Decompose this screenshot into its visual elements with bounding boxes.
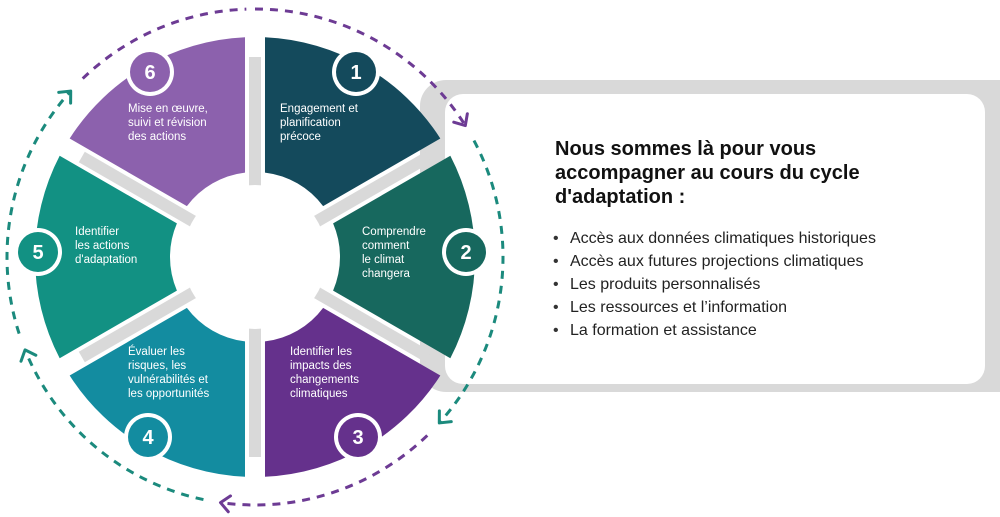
list-item-text: La formation et assistance — [570, 322, 757, 339]
step-label-line: comment — [362, 240, 410, 252]
step-number: 4 — [142, 427, 154, 449]
arrowhead-1 — [452, 112, 469, 128]
list-item: • Les ressources et l’information — [553, 296, 876, 319]
bullet: • — [553, 253, 559, 270]
cycle-step-6: Mise en œuvre, suivi et révision des actio… — [69, 37, 246, 207]
step-label: Identifier les impacts des changements clim… — [290, 346, 359, 400]
step-label-line: les opportunités — [128, 388, 209, 400]
cycle-arc-2 — [438, 139, 505, 424]
step-label-line: changements — [290, 374, 359, 386]
wheel-hub — [183, 185, 327, 329]
step-label-line: les actions — [75, 240, 130, 252]
step-label: Comprendre comment le climat changera — [362, 226, 426, 280]
arrowhead-5 — [57, 89, 73, 105]
cycle-arc-6 — [81, 7, 247, 80]
cycle-step-5: Identifier les actions d'adaptation 5 — [14, 155, 177, 359]
cycle-step-3: Identifier les impacts des changements clim… — [264, 307, 441, 477]
step-label-line: suivi et révision — [128, 117, 207, 129]
cycle-arc-1 — [254, 7, 467, 127]
step-label: Évaluer les risques, les vulnérabilités et… — [128, 345, 209, 400]
step-label-line: changera — [362, 268, 411, 280]
step-label-line: planification — [280, 117, 341, 129]
step-number: 1 — [350, 62, 361, 84]
segment-shape — [333, 155, 476, 359]
list-item: • La formation et assistance — [553, 319, 876, 342]
step-badge — [130, 52, 170, 92]
step-number: 2 — [460, 242, 471, 264]
arrowhead-4 — [19, 348, 38, 363]
cycle-segments: Engagement et planification précoce 1Compre… — [14, 37, 490, 477]
step-label-line: Évaluer les — [128, 345, 185, 358]
step-badge — [338, 417, 378, 457]
step-label-line: précoce — [280, 131, 321, 143]
step-number: 6 — [144, 62, 155, 84]
step-label-line: climatiques — [290, 388, 348, 400]
cycle-arc-3 — [220, 434, 429, 507]
wheel-spokes — [78, 57, 432, 457]
step-label-line: d'adaptation — [75, 254, 137, 266]
arrowhead-2 — [437, 409, 453, 425]
step-label-line: risques, les — [128, 360, 186, 372]
step-label-line: Engagement et — [280, 103, 359, 115]
list-item: • Accès aux données climatiques historiqu… — [553, 227, 876, 250]
spoke-3 — [312, 286, 432, 363]
list-item: • Accès aux futures projections climatiqu… — [553, 250, 876, 273]
bullet: • — [553, 299, 559, 316]
segment-shape — [69, 307, 246, 477]
step-label: Engagement et planification précoce — [280, 103, 359, 143]
step-label-line: des actions — [128, 131, 186, 143]
step-number: 5 — [32, 242, 43, 264]
segment-shape — [264, 307, 441, 477]
cycle-step-4: Évaluer les risques, les vulnérabilités et… — [69, 307, 246, 477]
segment-shape — [264, 37, 441, 207]
spoke-5 — [78, 286, 198, 363]
segment-shape — [34, 155, 177, 359]
bullet: • — [553, 276, 559, 293]
step-number: 3 — [352, 427, 363, 449]
list-item-text: Les ressources et l’information — [570, 299, 787, 316]
cycle-arc-5 — [5, 90, 72, 335]
step-label-line: Comprendre — [362, 226, 426, 238]
bullet: • — [553, 230, 559, 247]
step-badge — [18, 232, 58, 272]
step-label-line: vulnérabilités et — [128, 374, 209, 386]
cycle-step-1: Engagement et planification précoce 1 — [264, 37, 441, 207]
cycle-arrows — [5, 7, 505, 514]
step-badge — [128, 417, 168, 457]
step-label-line: Identifier les — [290, 346, 352, 358]
step-label-line: Identifier — [75, 226, 119, 238]
list-item-text: Accès aux futures projections climatique… — [570, 253, 864, 270]
cycle-arc-4 — [23, 349, 204, 502]
segment-shape — [69, 37, 246, 207]
arrowhead-3 — [218, 494, 233, 514]
step-badge — [446, 232, 486, 272]
services-list: • Accès aux données climatiques historiqu… — [553, 227, 876, 342]
step-label: Mise en œuvre, suivi et révision des actio… — [128, 103, 208, 143]
adaptation-cycle-diagram: Engagement et planification précoce 1Compre… — [5, 7, 505, 514]
info-panel — [445, 94, 985, 384]
list-item-text: Accès aux données climatiques historique… — [570, 230, 876, 247]
bullet: • — [553, 322, 559, 339]
list-item: • Les produits personnalisés — [553, 273, 876, 296]
step-label-line: Mise en œuvre, — [128, 103, 208, 115]
panel-title: Nous sommes là pour vous accompagner au … — [555, 138, 860, 208]
step-label-line: impacts des — [290, 360, 352, 372]
spoke-2 — [312, 151, 432, 228]
step-badge — [336, 52, 376, 92]
step-label: Identifier les actions d'adaptation — [75, 226, 137, 266]
spoke-6 — [78, 151, 198, 228]
cycle-step-2: Comprendre comment le climat changera 2 — [333, 155, 490, 359]
list-item-text: Les produits personnalisés — [570, 276, 761, 293]
step-label-line: le climat — [362, 254, 405, 266]
